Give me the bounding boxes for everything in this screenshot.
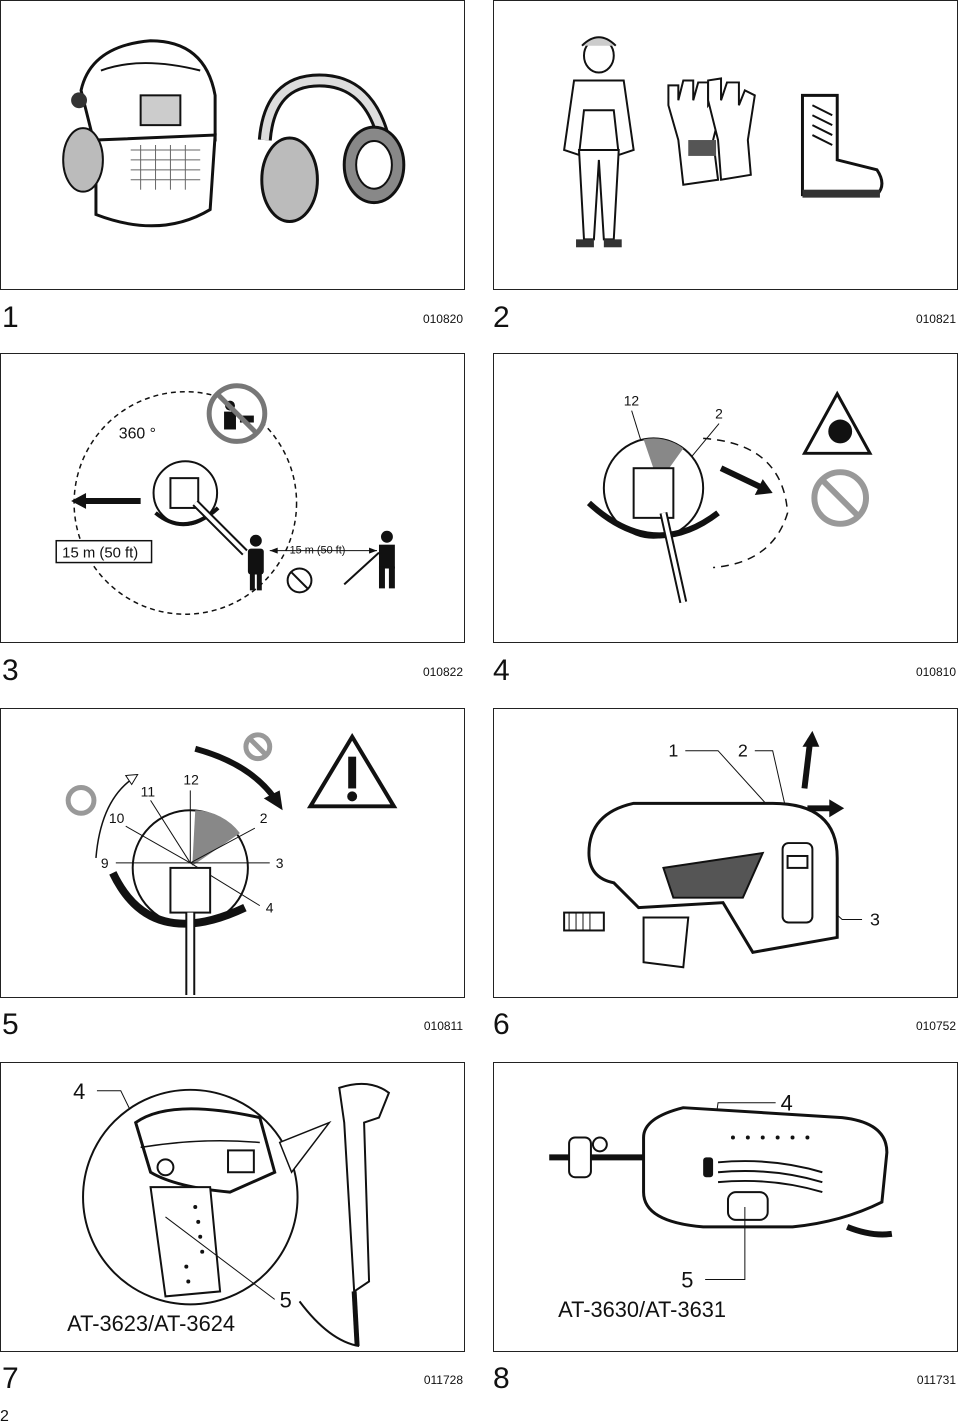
figure-number: 1 (2, 301, 19, 334)
warning-triangle-icon (801, 390, 873, 455)
figure-4-panel: 12 2 (493, 353, 958, 643)
prohibited-icon (243, 732, 273, 762)
figure-8-panel: 4 5 AT-3630/AT-3631 (493, 1062, 958, 1352)
figure-7-panel: 4 5 AT-3623/AT-3624 (0, 1062, 465, 1352)
page-number: 2 (0, 1408, 9, 1425)
label-11: 11 (141, 783, 156, 799)
no-bystander-icon (286, 567, 313, 594)
person-icon (247, 534, 264, 591)
figure-number: 2 (493, 301, 510, 334)
label-3: 3 (276, 855, 284, 871)
figure-5-panel: 11 12 10 2 9 3 4 (0, 708, 465, 998)
figure-1-panel (0, 0, 465, 290)
figure-code: 011728 (423, 1373, 463, 1387)
allowed-circle-icon (65, 784, 97, 816)
label-12: 12 (183, 771, 199, 787)
figure-number: 7 (2, 1362, 19, 1395)
figure-6-panel: 1 2 3 (493, 708, 958, 998)
figure-number: 3 (2, 654, 19, 687)
protective-clothing-illustration (563, 36, 884, 248)
label-4: 4 (781, 1091, 793, 1116)
figure-code: 010810 (915, 665, 956, 679)
figure-code: 010821 (915, 312, 956, 326)
safety-distance-illustration: 360 ° 15 m (50 ft) 15 m (50 ft) (55, 383, 395, 615)
figure-number: 6 (493, 1008, 510, 1041)
figure-code: 010811 (423, 1019, 463, 1033)
switch-handle-illustration: 1 2 3 (563, 730, 880, 969)
figure-number: 5 (2, 1008, 19, 1041)
warning-triangle-icon (306, 732, 398, 809)
label-12: 12 (624, 393, 640, 409)
label-2: 2 (260, 810, 268, 826)
label-4: 4 (266, 900, 274, 916)
label-1: 1 (668, 741, 678, 761)
helmet-earmuffs-illustration (62, 39, 406, 228)
label-3: 3 (870, 909, 880, 929)
figure-2-panel (493, 0, 958, 290)
model-label: AT-3623/AT-3624 (67, 1311, 235, 1336)
figure-3-panel: 360 ° 15 m (50 ft) 15 m (50 ft) (0, 353, 465, 643)
figure-code: 010820 (422, 312, 463, 326)
operator-with-trimmer-icon (343, 530, 395, 589)
figure-code: 010822 (422, 665, 463, 679)
label-2: 2 (715, 406, 723, 422)
label-10: 10 (109, 810, 125, 826)
angle-label: 360 ° (119, 425, 156, 442)
label-2: 2 (738, 741, 748, 761)
figure-code: 010752 (915, 1019, 956, 1033)
handle-detail-illustration: 4 5 AT-3623/AT-3624 (67, 1079, 391, 1348)
no-people-animals-icon (206, 383, 268, 444)
cutting-zone-illustration: 11 12 10 2 9 3 4 (65, 732, 398, 996)
kickback-illustration: 12 2 (586, 390, 873, 604)
model-label: AT-3630/AT-3631 (558, 1297, 726, 1322)
label-5: 5 (681, 1267, 693, 1292)
distance-arrow-label: 15 m (50 ft) (290, 545, 346, 557)
figure-code: 011731 (916, 1373, 956, 1387)
figure-number: 8 (493, 1362, 510, 1395)
handle-detail-illustration: 4 5 AT-3630/AT-3631 (549, 1091, 893, 1322)
distance-box-label: 15 m (50 ft) (62, 546, 138, 562)
prohibited-icon (811, 469, 870, 527)
figure-number: 4 (493, 654, 510, 687)
label-9: 9 (101, 855, 109, 871)
label-5: 5 (280, 1287, 292, 1312)
label-4: 4 (73, 1079, 85, 1104)
